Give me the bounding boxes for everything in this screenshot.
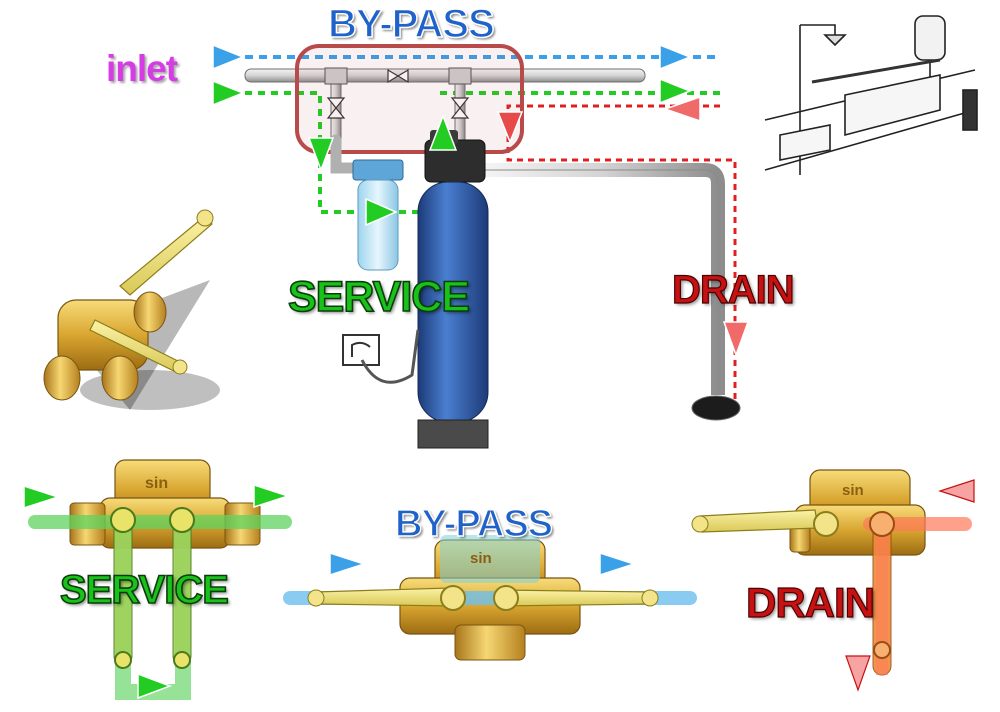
drain-bottom-arrow-out xyxy=(845,655,871,692)
tank-base xyxy=(417,419,489,449)
drain-label-bottom: DRAIN xyxy=(745,579,875,626)
service-label-bottom: SERVICE xyxy=(59,568,229,612)
drain-inlet-arrow xyxy=(662,95,701,123)
service-arrow-up xyxy=(428,113,458,151)
service-arrow-right xyxy=(365,197,398,227)
drain-valve-view: sin xyxy=(691,469,972,676)
bypass-outlet-arrow xyxy=(659,43,693,71)
bypass-bottom-arrow-in xyxy=(329,551,367,577)
drain-arrow-down-1 xyxy=(496,111,524,145)
ball-valve-3d xyxy=(43,209,220,410)
inlet-label: inlet xyxy=(106,48,178,89)
bypass-title-top: BY-PASS xyxy=(327,2,495,46)
svg-text:sin: sin xyxy=(145,475,168,492)
drain-flow-line xyxy=(506,104,737,400)
service-inlet-arrow xyxy=(212,79,246,107)
prefilter-housing xyxy=(357,179,399,271)
service-bottom-arrow-loop xyxy=(137,672,173,700)
service-bottom-arrow-out xyxy=(253,483,291,509)
bypass-label-bottom: BY-PASS xyxy=(394,503,553,545)
drain-arrow-down-2 xyxy=(722,321,750,358)
wall-socket-icon xyxy=(342,334,380,366)
bypass-highlight-box xyxy=(295,44,524,154)
bypass-inlet-arrow xyxy=(212,43,246,71)
drain-bottom-arrow-in xyxy=(938,479,975,503)
service-arrow-down xyxy=(307,137,335,173)
bypass-valve-symbol xyxy=(387,68,400,84)
service-outlet-arrow xyxy=(659,77,693,105)
service-bottom-arrow-in xyxy=(23,484,61,510)
drain-label-top: DRAIN xyxy=(671,268,795,312)
bypass-bottom-arrow-out xyxy=(599,551,637,577)
service-valve-view: sin xyxy=(28,459,292,700)
svg-text:sin: sin xyxy=(470,550,492,567)
bathroom-illustration xyxy=(764,15,978,175)
drain-hole xyxy=(691,395,741,421)
service-label-top: SERVICE xyxy=(287,273,471,321)
svg-text:sin: sin xyxy=(842,482,864,499)
bypass-valve-view: sin xyxy=(283,535,697,661)
